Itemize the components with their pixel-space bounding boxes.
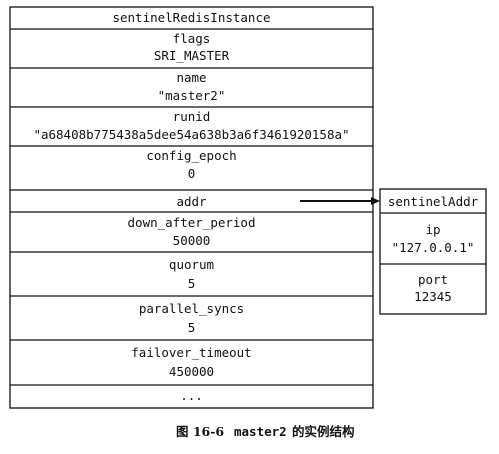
caption-text: 的实例结构 (292, 424, 355, 439)
addr-to-sentinel-addr-arrow (300, 197, 380, 205)
sentinel-redis-instance-struct: sentinelRedisInstance flags SRI_MASTER n… (9, 6, 374, 409)
addr-struct-title: sentinelAddr (388, 194, 479, 209)
field-runid-name: runid (173, 109, 211, 124)
field-config-epoch-value: 0 (188, 166, 196, 181)
sentinel-addr-struct: sentinelAddr ip "127.0.0.1" port 12345 (379, 188, 487, 315)
struct-ellipsis: ... (180, 388, 203, 403)
addr-field-ip-name: ip (425, 222, 440, 237)
field-quorum-value: 5 (188, 276, 196, 291)
caption-code: master2 (234, 424, 287, 439)
field-name-value: "master2" (158, 88, 226, 103)
field-parallel-syncs-name: parallel_syncs (139, 301, 244, 316)
field-failover-timeout-name: failover_timeout (131, 345, 251, 360)
arrow-head (371, 197, 380, 205)
field-runid-value: "a68408b775438a5dee54a638b3a6f3461920158… (33, 127, 349, 142)
addr-field-port-value: 12345 (414, 289, 452, 304)
field-addr-name: addr (176, 194, 207, 209)
figure-caption: 图 16-6 master2 的实例结构 (176, 424, 355, 439)
field-config-epoch-name: config_epoch (146, 148, 236, 163)
field-down-after-period-name: down_after_period (128, 215, 256, 230)
field-name-name: name (176, 70, 206, 85)
field-quorum-name: quorum (169, 257, 214, 272)
field-parallel-syncs-value: 5 (188, 320, 196, 335)
field-down-after-period-value: 50000 (173, 233, 211, 248)
sentinel-addr-box (379, 188, 487, 315)
field-flags-value: SRI_MASTER (154, 48, 230, 63)
field-flags-name: flags (173, 31, 211, 46)
caption-label: 图 16-6 (176, 424, 224, 439)
struct-title: sentinelRedisInstance (112, 10, 270, 25)
addr-field-port-name: port (418, 272, 448, 287)
field-failover-timeout-value: 450000 (169, 364, 214, 379)
addr-field-ip-value: "127.0.0.1" (392, 240, 475, 255)
sentinel-redis-instance-box (9, 6, 374, 409)
